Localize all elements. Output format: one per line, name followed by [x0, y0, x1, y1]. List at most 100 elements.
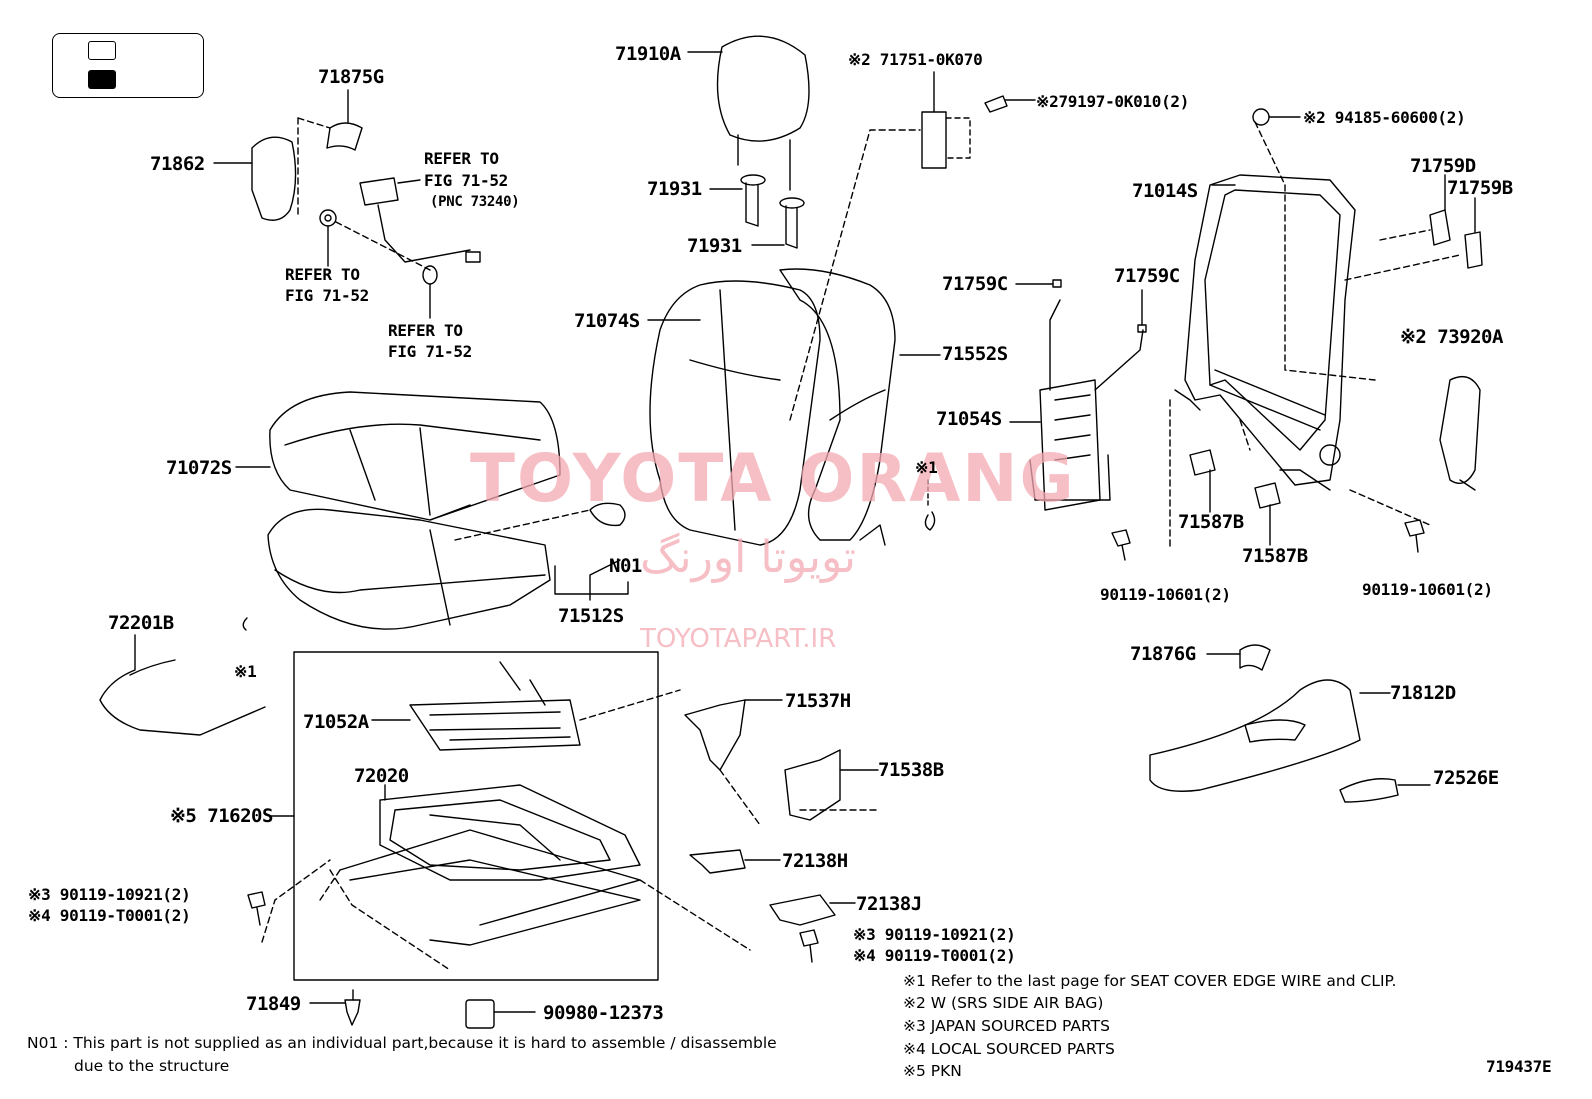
- footnote-N01-line1: N01 : This part is not supplied as an in…: [27, 1034, 777, 1052]
- clip-71849: [309, 989, 361, 1026]
- cover-71862: [213, 136, 297, 221]
- label-71812D[interactable]: 71812D: [1390, 682, 1456, 704]
- label-71552S[interactable]: 71552S: [942, 343, 1008, 365]
- label-71587B-b[interactable]: 71587B: [1242, 545, 1308, 567]
- clip-71759D: [1429, 174, 1451, 246]
- label-90119-T0001-left[interactable]: ※4 90119-T0001(2): [28, 906, 191, 925]
- label-71014S[interactable]: 71014S: [1132, 180, 1198, 202]
- label-71072S[interactable]: 71072S: [166, 457, 232, 479]
- footnote-N01-line2: due to the structure: [74, 1057, 230, 1075]
- wire-72201B: [99, 617, 266, 736]
- watermark-site: TOYOTAPART.IR: [640, 624, 837, 654]
- clip-71759C: [1015, 279, 1147, 333]
- label-71587B-a[interactable]: 71587B: [1178, 511, 1244, 533]
- bolt-90119-10921: [247, 891, 819, 963]
- label-90119-10921-left[interactable]: ※3 90119-10921(2): [28, 885, 191, 904]
- label-71074S[interactable]: 71074S: [574, 310, 640, 332]
- label-71876G[interactable]: 71876G: [1130, 643, 1196, 665]
- label-90119-10921-right[interactable]: ※3 90119-10921(2): [853, 925, 1016, 944]
- label-71759D[interactable]: 71759D: [1410, 155, 1476, 177]
- footnote-1: ※1 Refer to the last page for SEAT COVER…: [903, 972, 1397, 990]
- label-72138H[interactable]: 72138H: [782, 850, 848, 872]
- headrest-71910A: [687, 35, 810, 191]
- label-71849[interactable]: 71849: [246, 993, 301, 1015]
- seat-cushion-cover-71072S: [235, 391, 561, 521]
- label-71910A[interactable]: 71910A: [615, 43, 681, 65]
- cover-71537H: [684, 699, 783, 771]
- label-71052A[interactable]: 71052A: [303, 711, 369, 733]
- connector-90980: [465, 999, 536, 1029]
- clip-71587B: [1189, 449, 1281, 546]
- watermark-main: TOYOTA ORANG: [470, 440, 1076, 517]
- label-71759C-a[interactable]: 71759C: [942, 273, 1008, 295]
- label-71862[interactable]: 71862: [150, 153, 205, 175]
- footnote-3: ※3 JAPAN SOURCED PARTS: [903, 1017, 1110, 1035]
- bolt-79197: [984, 95, 1036, 113]
- bolt-90119-10601: [1111, 519, 1425, 561]
- refer-to-3-line2[interactable]: FIG 71-52: [388, 342, 472, 361]
- label-72020[interactable]: 72020: [354, 765, 409, 787]
- spring-71052A: [371, 661, 581, 751]
- seat-frame-72020: [339, 784, 641, 946]
- refer-to-2-line1[interactable]: REFER TO: [285, 265, 360, 284]
- label-71759B[interactable]: 71759B: [1447, 177, 1513, 199]
- footnote-2: ※2 W (SRS SIDE AIR BAG): [903, 994, 1104, 1012]
- label-79197-0K010[interactable]: ※279197-0K010(2): [1036, 92, 1190, 111]
- lumbar-support-71054S: [1009, 299, 1144, 511]
- label-71538B[interactable]: 71538B: [878, 759, 944, 781]
- seatback-cover-71074S: [647, 280, 821, 546]
- headrest-support-71931: [709, 174, 805, 249]
- side-shield-71812D: [1149, 679, 1391, 792]
- label-94185-60600[interactable]: ※2 94185-60600(2): [1303, 108, 1466, 127]
- label-note1-b: ※1: [234, 662, 257, 681]
- belt-buckle: [359, 177, 481, 263]
- refer-to-2-line2[interactable]: FIG 71-52: [285, 286, 369, 305]
- label-73920A[interactable]: ※2 73920A: [1400, 326, 1503, 348]
- refer-to-3-line1[interactable]: REFER TO: [388, 321, 463, 340]
- label-71931-a[interactable]: 71931: [647, 178, 702, 200]
- bracket-72138J: [769, 894, 856, 926]
- label-72526E[interactable]: 72526E: [1433, 767, 1499, 789]
- nut-left: [319, 209, 337, 267]
- label-90119-10601-left[interactable]: 90119-10601(2): [1100, 585, 1231, 604]
- label-71931-b[interactable]: 71931: [687, 235, 742, 257]
- nut-right: [422, 265, 438, 319]
- seat-cushion-pad-71512S: [267, 508, 551, 630]
- label-figure-id: 719437E: [1486, 1057, 1552, 1076]
- footnote-4: ※4 LOCAL SOURCED PARTS: [903, 1040, 1115, 1058]
- label-71751-0K070[interactable]: ※2 71751-0K070: [848, 50, 983, 69]
- cover-71538B: [784, 749, 879, 821]
- watermark-persian: تویوتا اورنگ: [640, 532, 856, 583]
- label-72138J[interactable]: 72138J: [856, 893, 922, 915]
- label-71875G[interactable]: 71875G: [318, 66, 384, 88]
- cover-71875G: [326, 89, 363, 151]
- legend-black-swatch: [88, 70, 116, 89]
- refer-to-1-line2[interactable]: FIG 71-52: [424, 171, 508, 190]
- label-71054S[interactable]: 71054S: [936, 408, 1002, 430]
- label-N01: N01: [609, 555, 642, 577]
- cover-71876G: [1206, 644, 1271, 671]
- label-90980-12373[interactable]: 90980-12373: [543, 1002, 664, 1024]
- seat-track-box-71620S: [293, 651, 659, 981]
- label-71537H[interactable]: 71537H: [785, 690, 851, 712]
- airbag-73920A: [1439, 376, 1481, 491]
- cover-72526E: [1339, 778, 1431, 803]
- clip-71759B: [1464, 197, 1483, 269]
- legend-white-swatch: [88, 41, 116, 60]
- label-71620S[interactable]: ※5 71620S: [170, 805, 273, 827]
- seatback-frame-71014S: [1174, 174, 1356, 491]
- legend-box: [52, 33, 204, 98]
- label-72201B[interactable]: 72201B: [108, 612, 174, 634]
- footnote-5: ※5 PKN: [903, 1062, 962, 1080]
- refer-to-1-line3: (PNC 73240): [430, 194, 520, 210]
- label-71512S[interactable]: 71512S: [558, 605, 624, 627]
- label-note1-a: ※1: [915, 458, 938, 477]
- label-90119-T0001-right[interactable]: ※4 90119-T0001(2): [853, 946, 1016, 965]
- label-90119-10601-right[interactable]: 90119-10601(2): [1362, 580, 1493, 599]
- bracket-72138H: [689, 849, 781, 874]
- nut-94185: [1252, 108, 1301, 126]
- label-71759C-b[interactable]: 71759C: [1114, 265, 1180, 287]
- refer-to-1-line1[interactable]: REFER TO: [424, 149, 499, 168]
